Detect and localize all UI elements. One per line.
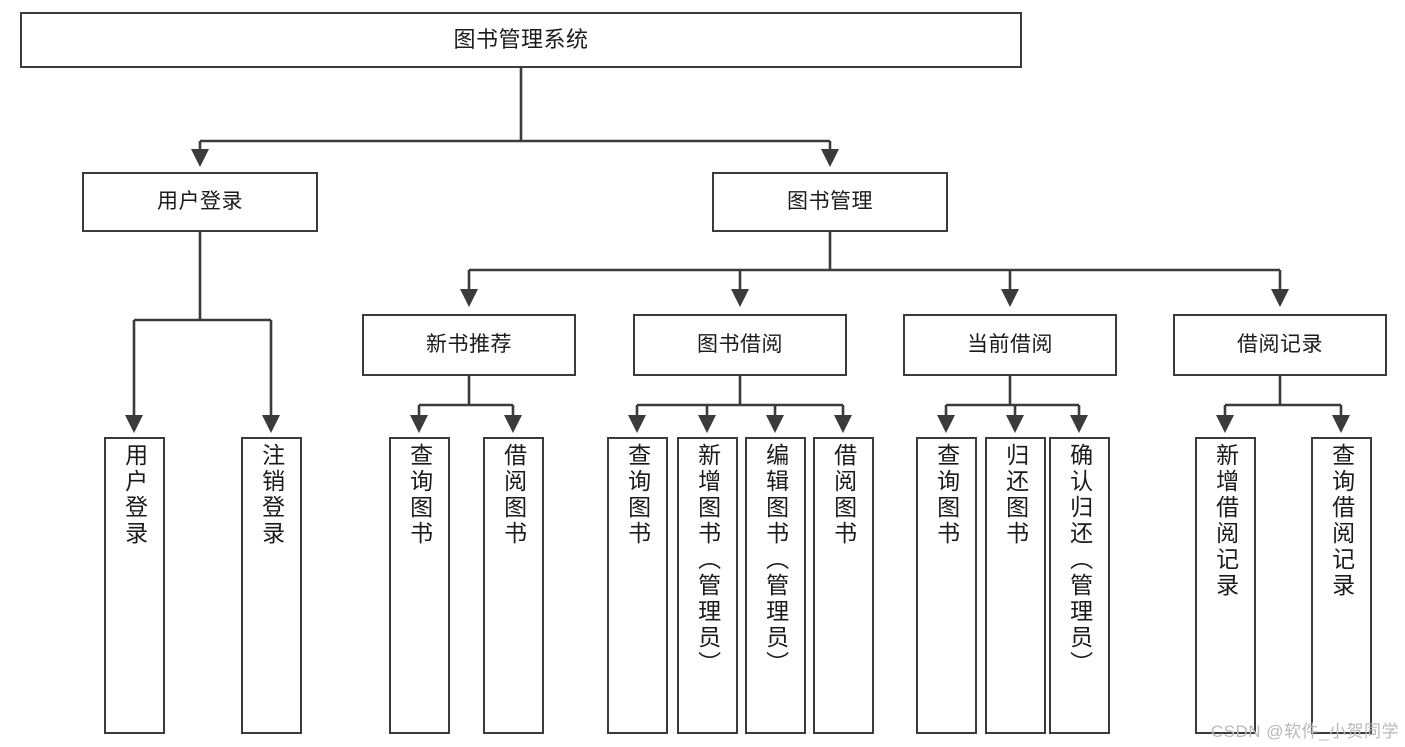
node-leaf-borrow-add-label: 新增图书（管理员） [694, 443, 721, 677]
node-user-login-label: 用户登录 [157, 189, 243, 213]
node-root[interactable]: 图书管理系统 [20, 12, 1022, 68]
node-leaf-current-confirm-return-label: 确认归还（管理员） [1066, 443, 1093, 677]
node-leaf-borrow-add[interactable]: 新增图书（管理员） [677, 437, 738, 734]
node-new-book-recommend[interactable]: 新书推荐 [362, 314, 576, 376]
node-new-book-recommend-label: 新书推荐 [426, 332, 512, 356]
node-borrow-records-label: 借阅记录 [1237, 332, 1323, 356]
node-leaf-borrow-query-label: 查询图书 [624, 443, 651, 547]
node-leaf-record-add-label: 新增借阅记录 [1212, 443, 1239, 599]
node-leaf-current-confirm-return[interactable]: 确认归还（管理员） [1049, 437, 1110, 734]
node-leaf-current-return[interactable]: 归还图书 [985, 437, 1046, 734]
node-leaf-logout[interactable]: 注销登录 [241, 437, 302, 734]
node-leaf-current-query-label: 查询图书 [933, 443, 960, 547]
node-book-borrow-label: 图书借阅 [697, 332, 783, 356]
node-leaf-borrow-edit[interactable]: 编辑图书（管理员） [745, 437, 806, 734]
node-leaf-borrow-edit-label: 编辑图书（管理员） [762, 443, 789, 677]
node-current-borrow[interactable]: 当前借阅 [903, 314, 1117, 376]
node-book-management-label: 图书管理 [787, 189, 873, 213]
node-root-label: 图书管理系统 [453, 27, 589, 53]
node-leaf-borrow-borrow-label: 借阅图书 [830, 443, 857, 547]
node-leaf-newbooks-borrow[interactable]: 借阅图书 [483, 437, 544, 734]
node-leaf-user-login-label: 用户登录 [121, 443, 148, 547]
node-leaf-borrow-borrow[interactable]: 借阅图书 [813, 437, 874, 734]
node-leaf-newbooks-query-label: 查询图书 [406, 443, 433, 547]
node-leaf-logout-label: 注销登录 [258, 443, 285, 547]
node-leaf-newbooks-borrow-label: 借阅图书 [500, 443, 527, 547]
node-current-borrow-label: 当前借阅 [967, 332, 1053, 356]
node-user-login[interactable]: 用户登录 [82, 172, 318, 232]
node-leaf-user-login[interactable]: 用户登录 [104, 437, 165, 734]
node-leaf-record-query[interactable]: 查询借阅记录 [1311, 437, 1372, 734]
node-leaf-record-query-label: 查询借阅记录 [1328, 443, 1355, 599]
node-leaf-current-query[interactable]: 查询图书 [916, 437, 977, 734]
node-book-management[interactable]: 图书管理 [712, 172, 948, 232]
node-leaf-borrow-query[interactable]: 查询图书 [607, 437, 668, 734]
node-book-borrow[interactable]: 图书借阅 [633, 314, 847, 376]
watermark: CSDN @软件_小贺同学 [1210, 722, 1399, 741]
node-leaf-record-add[interactable]: 新增借阅记录 [1195, 437, 1256, 734]
node-leaf-current-return-label: 归还图书 [1002, 443, 1029, 547]
node-borrow-records[interactable]: 借阅记录 [1173, 314, 1387, 376]
node-leaf-newbooks-query[interactable]: 查询图书 [389, 437, 450, 734]
